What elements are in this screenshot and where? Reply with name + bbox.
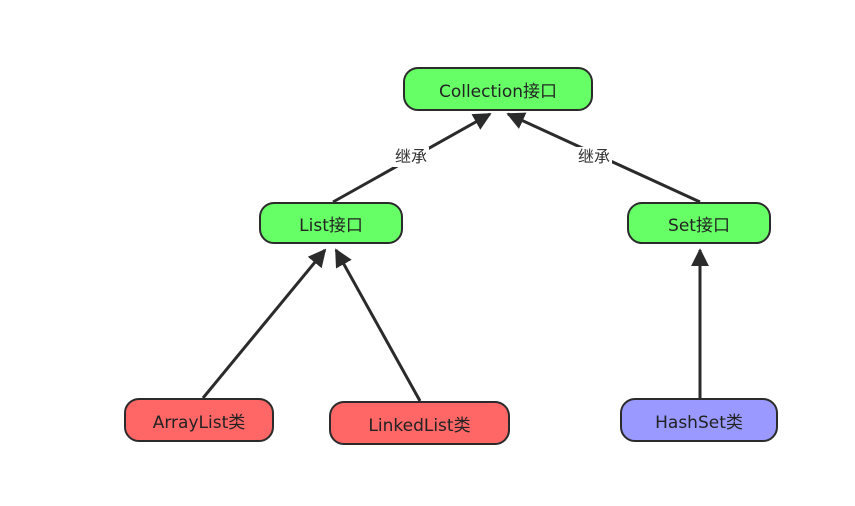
- edge-label-list-inherits: 继承: [393, 147, 430, 167]
- list-interface-node[interactable]: List接口: [259, 202, 403, 244]
- hashset-class-node[interactable]: HashSet类: [620, 398, 778, 442]
- edge-linkedlist-to-list: [334, 248, 422, 402]
- set-interface-node[interactable]: Set接口: [627, 202, 771, 244]
- edge-arraylist-to-list: [201, 248, 327, 399]
- arraylist-class-node[interactable]: ArrayList类: [124, 398, 274, 442]
- collection-interface-node[interactable]: Collection接口: [403, 67, 593, 111]
- edge-label-set-inherits: 继承: [576, 147, 613, 167]
- linkedlist-class-node[interactable]: LinkedList类: [329, 401, 510, 445]
